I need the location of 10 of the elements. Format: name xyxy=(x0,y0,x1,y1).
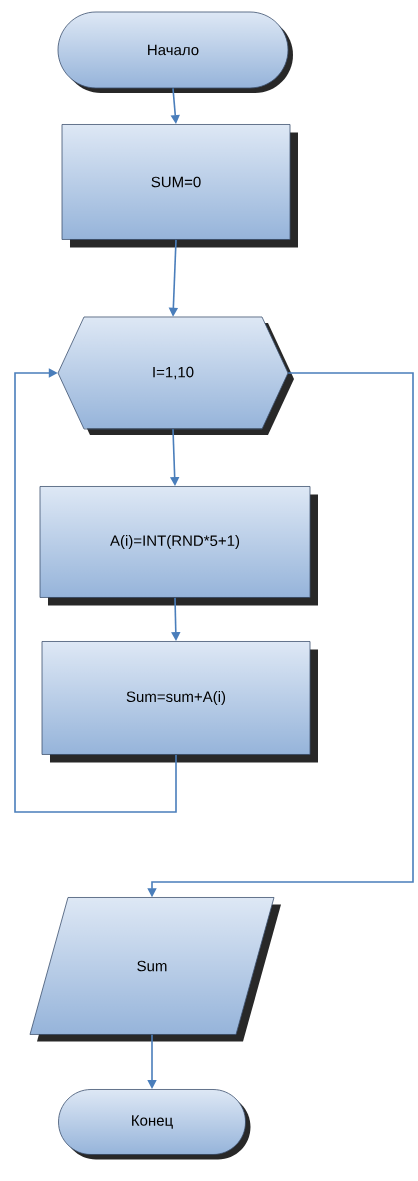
process-box: Sum=sum+A(i) xyxy=(41,641,318,763)
process-box: SUM=0 xyxy=(61,124,298,248)
process-box: A(i)=INT(RND*5+1) xyxy=(39,486,318,606)
terminal-box: Конец xyxy=(58,1089,251,1160)
arrow xyxy=(171,597,181,641)
terminal-box: Начало xyxy=(57,11,293,93)
loop-hexagon: I=1,10 xyxy=(57,316,294,435)
output-parallelogram: Sum xyxy=(29,897,281,1042)
arrow xyxy=(147,1033,157,1089)
arrow xyxy=(14,368,177,813)
